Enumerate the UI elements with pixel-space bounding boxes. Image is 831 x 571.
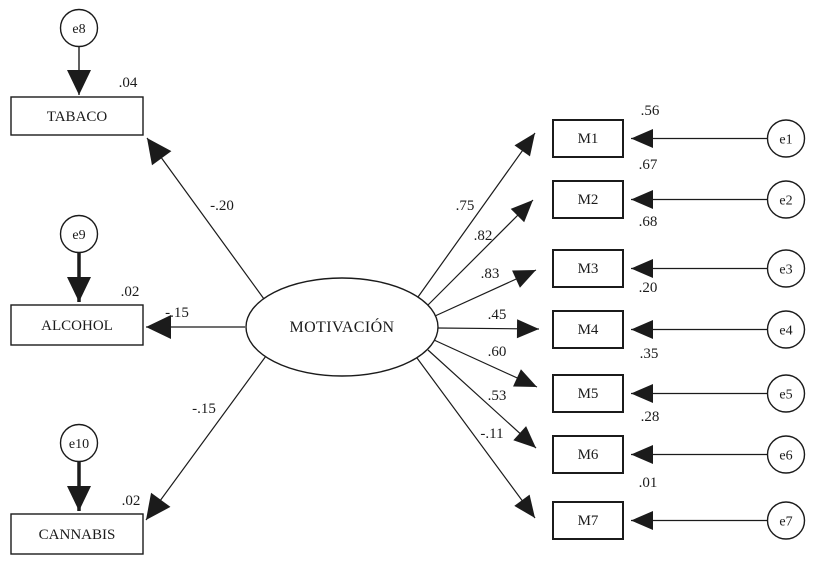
e6-circle [766,435,806,474]
path-motivacion-m1 [417,132,536,298]
e4-label: e4 [779,324,792,339]
indicator-m3: M3 .68 e3 [552,214,806,288]
e7-label: e7 [779,515,792,530]
m7-variance: .01 [639,475,658,491]
indicator-m1: M1 .56 e1 [552,103,806,158]
m7-box [552,501,624,540]
m1-label: M1 [578,131,599,147]
tabaco-box [10,96,144,136]
path-motivacion-m5 [433,339,538,388]
m4-label: M4 [578,322,599,338]
e3-circle [766,249,806,288]
coef-tabaco: -.20 [210,198,234,214]
indicator-m2: M2 .67 e2 [552,157,806,219]
m5-box [552,374,624,413]
m4-box [552,310,624,349]
m1-box [552,119,624,158]
m4-variance: .20 [639,280,658,296]
e6-label: e6 [779,449,792,464]
tabaco-label: TABACO [47,109,108,125]
e9-label: e9 [72,228,85,243]
alcohol-variance: .02 [121,284,140,300]
indicator-m5: M5 .35 e5 [552,346,806,413]
m6-box [552,435,624,474]
e5-circle [766,374,806,413]
outcome-cannabis: e10 .02 CANNABIS [10,423,144,555]
m3-label: M3 [578,261,599,277]
tabaco-variance: .04 [119,75,138,91]
alcohol-box [10,304,144,346]
cannabis-box [10,513,144,555]
m1-variance: .56 [641,103,660,119]
path-motivacion-m4 [436,319,540,339]
m2-variance: .67 [639,157,658,173]
e1-label: e1 [779,133,792,148]
coef-m1: .75 [456,198,475,214]
coef-m7: -.11 [480,426,503,442]
e7-circle [766,501,806,540]
path-motivacion-m6 [427,349,537,449]
coef-m5: .60 [488,344,507,360]
m6-label: M6 [578,447,599,463]
e8-label: e8 [72,22,85,37]
e1-circle [766,119,806,158]
m3-box [552,249,624,288]
path-motivacion-cannabis [145,355,267,521]
path-motivacion-m7 [416,357,536,519]
outcome-alcohol: e9 .02 ALCOHOL [10,214,144,346]
path-motivacion-m2 [427,199,534,306]
m6-variance: .28 [641,409,660,425]
e10-label: e10 [69,437,89,452]
coef-m4: .45 [488,307,507,323]
path-motivacion-m3 [434,269,537,317]
motivacion-label: MOTIVACIÓN [289,317,394,336]
e2-circle [766,180,806,219]
cannabis-variance: .02 [122,493,141,509]
m2-label: M2 [578,192,599,208]
coef-m3: .83 [481,266,500,282]
e3-label: e3 [779,263,792,278]
indicator-m6: M6 .28 e6 [552,409,806,474]
m3-variance: .68 [639,214,658,230]
outcome-tabaco: e8 .04 TABACO [10,8,144,136]
e5-label: e5 [779,388,792,403]
indicator-m7: M7 .01 e7 [552,475,806,540]
cannabis-label: CANNABIS [39,527,116,543]
motivacion-ellipse [245,277,439,377]
coef-cannabis: -.15 [192,401,216,417]
alcohol-label: ALCOHOL [41,318,113,334]
e2-label: e2 [779,194,792,209]
coef-m2: .82 [474,228,493,244]
indicator-m4: M4 .20 e4 [552,280,806,349]
m2-box [552,180,624,219]
coef-m6: .53 [488,388,507,404]
m7-label: M7 [578,513,599,529]
m5-label: M5 [578,386,599,402]
e4-circle [766,310,806,349]
m5-variance: .35 [640,346,659,362]
path-motivacion-tabaco [146,137,265,300]
coef-alcohol: -.15 [165,305,189,321]
